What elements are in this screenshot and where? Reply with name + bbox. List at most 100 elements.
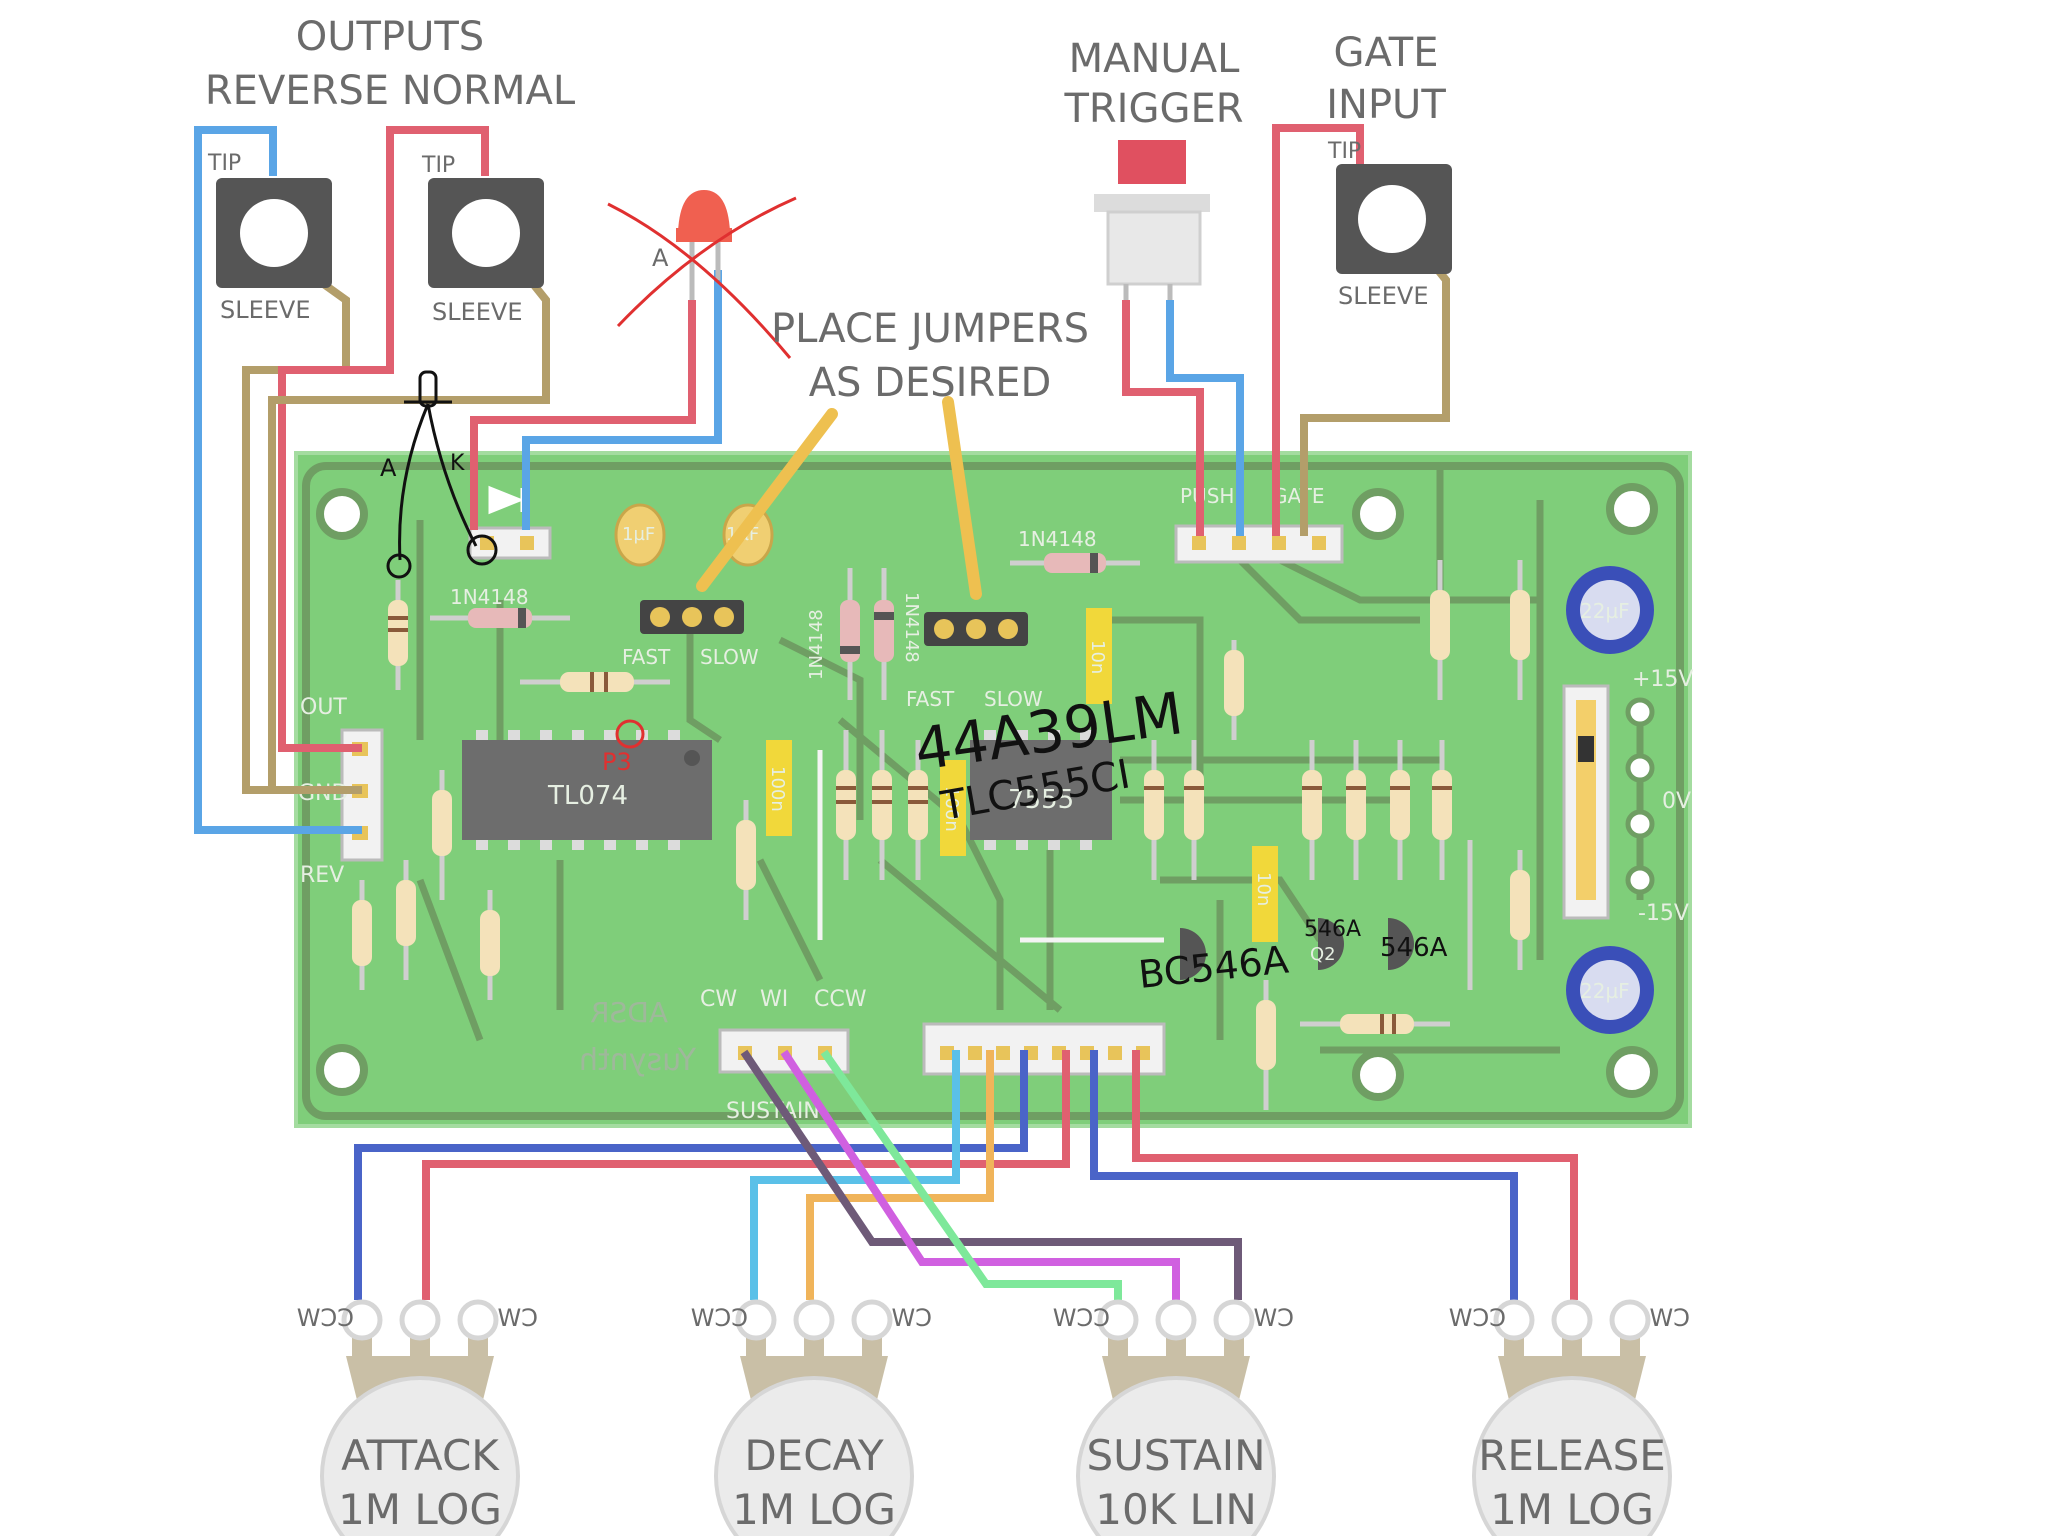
svg-text:GATE: GATE — [1272, 484, 1324, 508]
pot-cw-label: CW — [892, 1304, 933, 1332]
diode-1n4148-left: 1N4148 — [430, 585, 570, 628]
pot-cw-label: CW — [1650, 1304, 1691, 1332]
pot-lug — [1097, 1299, 1139, 1341]
svg-text:TIP: TIP — [421, 153, 455, 178]
svg-text:WI: WI — [760, 987, 788, 1012]
jack-reverse: TIP SLEEVE — [207, 151, 332, 324]
zero-v-label: 0V — [1662, 789, 1691, 814]
svg-text:10n: 10n — [1087, 640, 1108, 674]
pot-knob — [320, 1376, 520, 1536]
pot-knob — [1472, 1376, 1672, 1536]
svg-text:SLOW: SLOW — [984, 687, 1043, 711]
svg-text:ADSR: ADSR — [590, 996, 668, 1029]
cap-22uf-top: 22µF — [1566, 566, 1654, 654]
pot-ccw-label: CCW — [1449, 1304, 1506, 1332]
cap-22uf-bottom: 22µF — [1566, 946, 1654, 1034]
pot-lug — [1493, 1299, 1535, 1341]
svg-text:1N4148: 1N4148 — [1018, 527, 1097, 551]
pot-lug — [457, 1299, 499, 1341]
jumper-block-2: FAST SLOW — [906, 612, 1043, 711]
pot-lug — [1213, 1299, 1255, 1341]
plus15v-label: +15V — [1632, 667, 1693, 692]
pot-lug — [399, 1299, 441, 1341]
minus15v-label: -15V — [1638, 901, 1689, 926]
led-cross-out-mark — [607, 196, 797, 359]
svg-text:FAST: FAST — [906, 687, 955, 711]
out-label: OUT — [300, 695, 347, 720]
cap-10n-2: 10n — [1252, 846, 1278, 942]
svg-text:TL074: TL074 — [547, 781, 628, 811]
jumpers-note-2: AS DESIRED — [809, 360, 1052, 406]
mounting-holes — [316, 483, 1658, 1101]
pot-ccw-label: CCW — [1053, 1304, 1110, 1332]
outputs-heading: OUTPUTS — [296, 14, 484, 60]
pot-value-label: 1M LOG — [1490, 1485, 1654, 1534]
jumpers-note: PLACE JUMPERS — [771, 306, 1089, 352]
hand-led-k: K — [450, 451, 465, 476]
svg-text:10n: 10n — [1253, 872, 1274, 906]
pot-value-label: 1M LOG — [338, 1485, 502, 1534]
pot-knob — [714, 1376, 914, 1536]
svg-text:CW: CW — [700, 987, 737, 1012]
pcb-board: OUT GND REV 1N4148 1µF 1µF — [294, 451, 1693, 1128]
ic-7555: 7555 — [970, 730, 1112, 850]
pot-lug — [1609, 1299, 1651, 1341]
wires-bottom — [354, 1049, 1578, 1300]
hand-transistor-3: 546A — [1380, 933, 1448, 963]
svg-text:1N4148: 1N4148 — [901, 592, 922, 663]
svg-text:Q2: Q2 — [1310, 944, 1336, 965]
hand-transistor-2: 546A — [1304, 917, 1361, 942]
svg-text:1N4148: 1N4148 — [450, 585, 529, 609]
pot-lug — [341, 1299, 383, 1341]
pot-knob — [1076, 1376, 1276, 1536]
svg-text:SLEEVE: SLEEVE — [1338, 282, 1429, 310]
svg-text:7555: 7555 — [1008, 785, 1074, 815]
pot-ccw-label: CCW — [691, 1304, 748, 1332]
handwritten-led-leads — [386, 370, 498, 579]
manual-trigger-button — [1094, 140, 1210, 300]
pot-value-label: 10K LIN — [1095, 1485, 1257, 1534]
pot-name-label: ATTACK — [341, 1431, 500, 1480]
push-gate-header: PUSH GATE — [1174, 484, 1344, 564]
svg-text:CCW: CCW — [814, 987, 867, 1012]
svg-text:22µF: 22µF — [1580, 599, 1630, 623]
svg-text:SUSTAIN: SUSTAIN — [726, 1099, 820, 1124]
jack-normal: TIP SLEEVE — [421, 153, 544, 326]
pot-ccw-label: CCW — [297, 1304, 354, 1332]
diode-1n4148-top: 1N4148 — [1010, 527, 1140, 573]
svg-text:SLEEVE: SLEEVE — [432, 298, 523, 326]
pot-lug — [735, 1299, 777, 1341]
pot-name-label: DECAY — [744, 1431, 884, 1480]
pot-decay: DECAY 1M LOG CCW CW — [691, 1299, 933, 1536]
resistor-bands — [388, 616, 1452, 1034]
svg-text:1N4148: 1N4148 — [806, 609, 827, 680]
svg-text:100n: 100n — [941, 786, 962, 832]
manual-trigger-heading: MANUAL — [1069, 36, 1240, 82]
pot-lug — [851, 1299, 893, 1341]
svg-text:A: A — [652, 244, 669, 272]
pot-cw-label: CW — [1254, 1304, 1295, 1332]
svg-text:FAST: FAST — [622, 645, 671, 669]
outputs-subheading: REVERSE NORMAL — [205, 68, 576, 114]
svg-text:TIP: TIP — [1327, 139, 1361, 164]
rev-label: REV — [300, 863, 344, 888]
svg-text:1µF: 1µF — [622, 524, 655, 545]
svg-text:22µF: 22µF — [1580, 979, 1630, 1003]
hand-red-mark: P3 — [602, 719, 645, 776]
transistors: Q2 — [1180, 918, 1414, 980]
diodes-vertical: 1N4148 1N4148 — [806, 568, 922, 700]
jack-gate: TIP SLEEVE — [1327, 139, 1452, 310]
power-header: +15V 0V -15V — [1562, 667, 1693, 926]
svg-text:Yusynth: Yusynth — [579, 1043, 697, 1078]
svg-text:SLOW: SLOW — [700, 645, 759, 669]
pot-lug — [793, 1299, 835, 1341]
pot-lug — [1155, 1299, 1197, 1341]
pot-value-label: 1M LOG — [732, 1485, 896, 1534]
ic-tl074: TL074 — [462, 730, 712, 850]
gate-input-subheading: INPUT — [1326, 82, 1446, 128]
